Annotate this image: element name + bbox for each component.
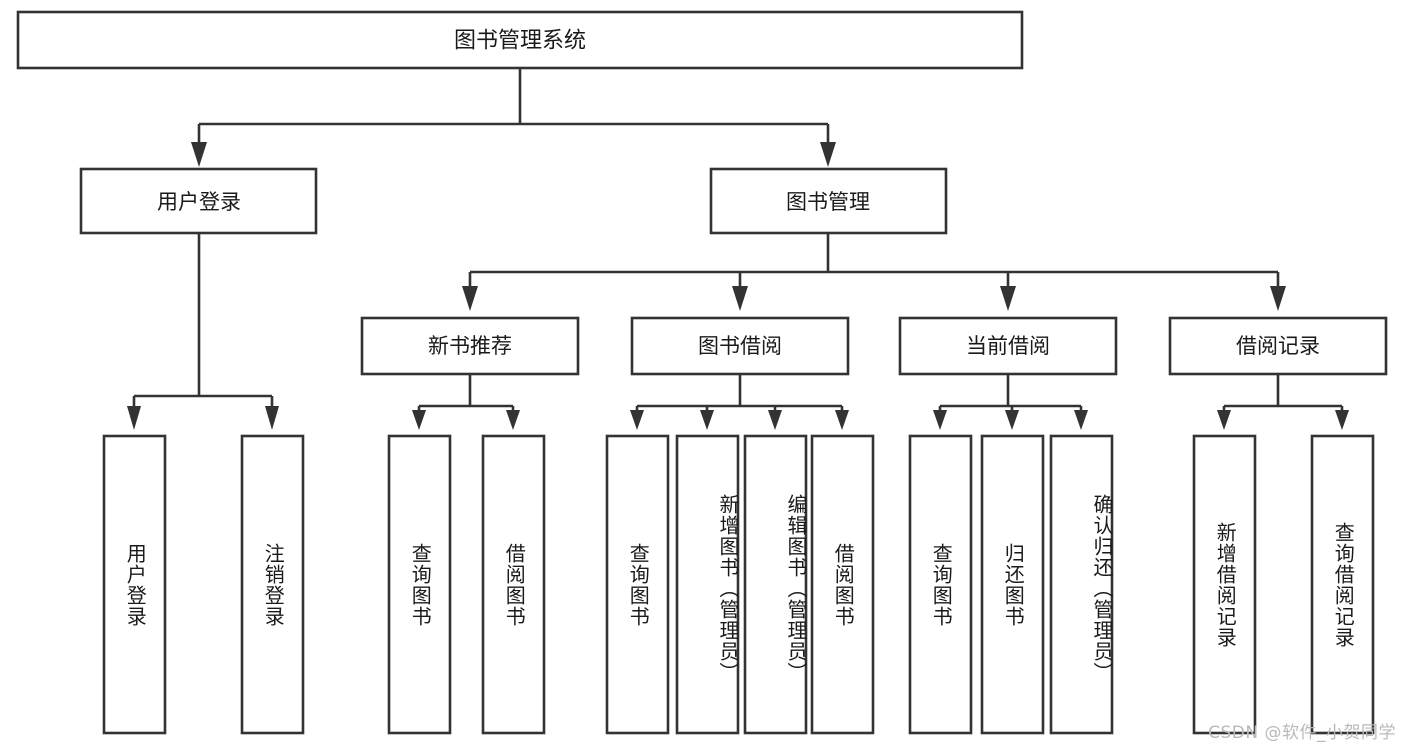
node-user-login-box[interactable] <box>79 167 318 235</box>
node-root-box[interactable] <box>16 10 1024 70</box>
node-root[interactable]: 图书管理系统 <box>16 10 1024 70</box>
leaf-box-return-book[interactable] <box>980 434 1045 735</box>
node-user-login-label: 用户登录 <box>157 190 241 214</box>
connector-group-user-login-to-leaves <box>127 233 279 430</box>
leaf-box-borrow-book-2[interactable] <box>810 434 875 735</box>
connector-group-new-book-rec-to-leaves <box>412 374 520 430</box>
node-current-borrow-box[interactable] <box>898 316 1118 376</box>
arrow-head-leaf-add-record <box>1217 410 1231 430</box>
connector-group-current-borrow-to-leaves <box>933 374 1088 430</box>
node-current-borrow[interactable]: 当前借阅 <box>898 316 1118 376</box>
leaf-box-edit-book[interactable] <box>743 434 808 735</box>
node-current-borrow-label: 当前借阅 <box>966 334 1050 358</box>
node-borrow-record[interactable]: 借阅记录 <box>1168 316 1388 376</box>
node-book-manage-box[interactable] <box>709 167 948 235</box>
arrow-head-leaf-user-login <box>127 406 141 430</box>
leaf-box-user-login[interactable] <box>102 434 167 735</box>
arrow-head-leaf-borrow-book-2 <box>835 410 849 430</box>
leaf-boxes-group <box>102 434 1375 735</box>
arrow-head-leaf-borrow-book-1 <box>506 410 520 430</box>
leaf-box-query-book-1[interactable] <box>387 434 452 735</box>
arrow-head-leaf-query-record <box>1335 410 1349 430</box>
arrow-head-leaf-query-book-1 <box>412 410 426 430</box>
node-borrow-record-label: 借阅记录 <box>1236 334 1320 358</box>
leaf-box-query-book-3[interactable] <box>908 434 973 735</box>
arrow-head-leaf-add-book <box>700 410 714 430</box>
arrow-head-leaf-return-book <box>1005 410 1019 430</box>
arrow-head-user-login <box>191 142 207 167</box>
node-book-borrow[interactable]: 图书借阅 <box>630 316 850 376</box>
leaf-box-confirm-return[interactable] <box>1049 434 1114 735</box>
node-book-manage-label: 图书管理 <box>786 190 870 214</box>
leaf-box-query-record[interactable] <box>1310 434 1375 735</box>
node-borrow-record-box[interactable] <box>1168 316 1388 376</box>
connector-group-root-to-level2 <box>191 68 836 167</box>
node-new-book-rec-box[interactable] <box>360 316 580 376</box>
arrow-head-leaf-query-book-2 <box>630 410 644 430</box>
connector-group-book-manage-to-level3 <box>462 233 1286 311</box>
leaf-box-add-record[interactable] <box>1192 434 1257 735</box>
arrow-head-new-book-rec <box>462 286 478 311</box>
leaf-box-query-book-2[interactable] <box>605 434 670 735</box>
leaf-box-logout-login[interactable] <box>240 434 305 735</box>
node-book-borrow-label: 图书借阅 <box>698 334 782 358</box>
node-new-book-rec-label: 新书推荐 <box>428 334 512 358</box>
arrow-head-current-borrow <box>1000 286 1016 311</box>
arrow-head-leaf-query-book-3 <box>933 410 947 430</box>
arrow-head-borrow-record <box>1270 286 1286 311</box>
arrow-head-book-manage <box>820 142 836 167</box>
node-new-book-rec[interactable]: 新书推荐 <box>360 316 580 376</box>
arrow-head-leaf-logout-login <box>265 406 279 430</box>
leaf-box-add-book[interactable] <box>675 434 740 735</box>
node-book-borrow-box[interactable] <box>630 316 850 376</box>
node-book-manage[interactable]: 图书管理 <box>709 167 948 235</box>
csdn-watermark: CSDN @软件_小贺同学 <box>1208 723 1396 743</box>
arrow-head-leaf-edit-book <box>768 410 782 430</box>
connector-group-borrow-record-to-leaves <box>1217 374 1349 430</box>
connector-group-book-borrow-to-leaves <box>630 374 849 430</box>
leaf-box-borrow-book-1[interactable] <box>481 434 546 735</box>
arrow-head-leaf-confirm-return <box>1074 410 1088 430</box>
node-user-login[interactable]: 用户登录 <box>79 167 318 235</box>
node-root-label: 图书管理系统 <box>454 29 586 54</box>
arrow-head-book-borrow <box>732 286 748 311</box>
